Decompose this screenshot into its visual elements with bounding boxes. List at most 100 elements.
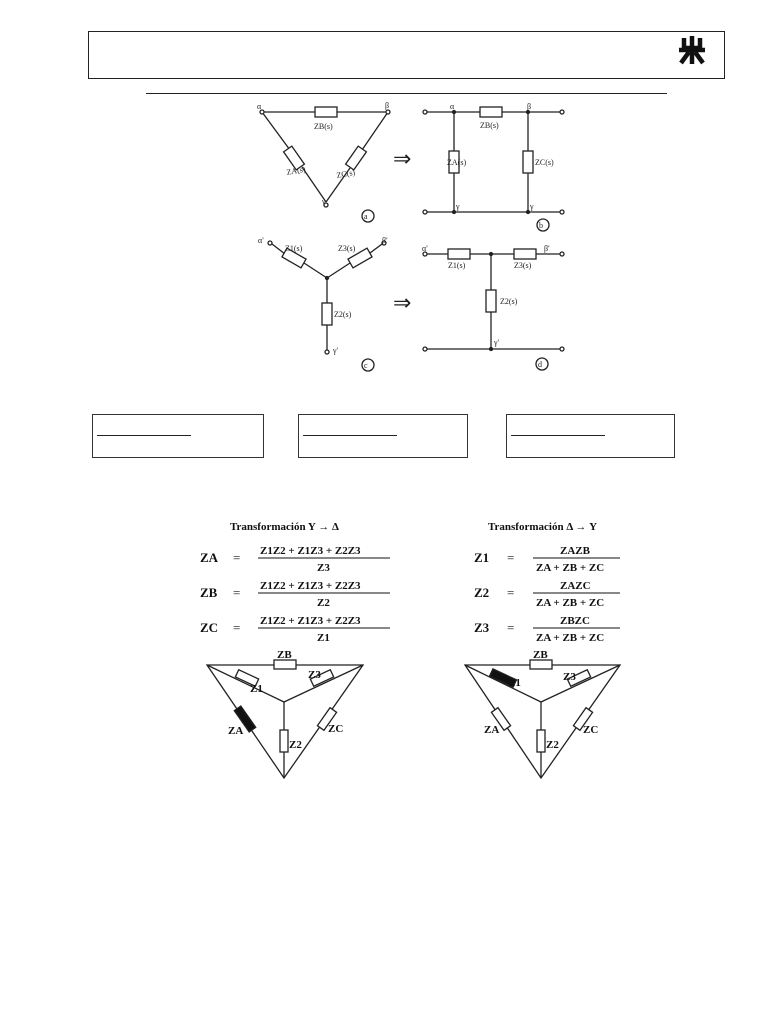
fig-label-d: d <box>538 360 542 369</box>
eq-d2y-3: = <box>507 620 514 635</box>
network-figures: a b c d α β γ ZB(s) ZA(s) ZC(s) α β γ γ … <box>257 101 565 372</box>
label-z1-c: Z1(s) <box>285 244 303 253</box>
node-alpha-d: α' <box>422 244 428 253</box>
node-beta-a: β <box>385 101 389 110</box>
z2-right <box>536 729 546 753</box>
blank-box-2 <box>298 414 468 458</box>
node-gamma-b-right: γ <box>529 202 534 211</box>
arrow-ab: ⇒ <box>393 146 411 171</box>
tri-left-z2: Z2 <box>289 739 302 751</box>
node-gamma-c: γ' <box>332 346 339 355</box>
node-beta-b: β <box>527 102 531 111</box>
tri-left-za: ZA <box>228 725 243 737</box>
label-zc-a: ZC(s) <box>336 168 356 180</box>
den-y2d-3: Z1 <box>317 632 330 644</box>
lhs-y2d-2: ZB <box>200 585 218 600</box>
zc-right <box>572 706 594 732</box>
node-alpha-b: α <box>450 102 455 111</box>
den-y2d-1: Z3 <box>317 562 330 574</box>
tri-right-z2: Z2 <box>546 739 559 751</box>
label-zb-a: ZB(s) <box>314 122 333 131</box>
za-right <box>490 706 512 732</box>
node-gamma-b-left: γ <box>455 202 460 211</box>
z3-right <box>566 668 592 688</box>
za-left <box>233 705 257 733</box>
den-d2y-2: ZA + ZB + ZC <box>536 597 604 609</box>
eq-d2y-1: = <box>507 550 514 565</box>
node-alpha-a: α <box>257 102 262 111</box>
lhs-d2y-3: Z3 <box>474 620 490 635</box>
tri-left-z1: Z1 <box>250 683 263 695</box>
lhs-d2y-1: Z1 <box>474 550 489 565</box>
combined-triangle-diagrams: ZB Z1 Z3 ZA Z2 ZC ZB Z1 Z3 ZA Z2 ZC <box>205 649 622 780</box>
tri-right-za: ZA <box>484 724 499 736</box>
fig-label-b: b <box>539 221 543 230</box>
lhs-y2d-1: ZA <box>200 550 219 565</box>
zc-resistor-b <box>522 150 534 174</box>
z3-resistor-c <box>347 247 373 269</box>
tri-left-zb: ZB <box>277 649 292 661</box>
den-d2y-1: ZA + ZB + ZC <box>536 562 604 574</box>
num-d2y-3: ZBZC <box>560 615 590 627</box>
den-y2d-2: Z2 <box>317 597 330 609</box>
zc-resistor-a <box>344 145 368 171</box>
z3-left <box>309 668 335 688</box>
tri-left-z3: Z3 <box>308 669 321 681</box>
tri-right-zb: ZB <box>533 649 548 661</box>
blank-box-1 <box>92 414 264 458</box>
za-resistor-a <box>282 145 306 171</box>
num-y2d-1: Z1Z2 + Z1Z3 + Z2Z3 <box>260 545 361 557</box>
eq-y2d-1: = <box>233 550 240 565</box>
zb-resistor-a <box>314 106 338 118</box>
zc-left <box>316 706 338 732</box>
transformation-formulas: Transformación Y → Δ ZA = Z1Z2 + Z1Z3 + … <box>200 521 620 644</box>
eq-y2d-2: = <box>233 585 240 600</box>
z1-left <box>234 668 260 688</box>
node-gamma-a: γ <box>321 197 326 206</box>
title-delta-to-y: Transformación Δ → Y <box>488 521 597 533</box>
zb-left <box>273 659 297 670</box>
node-gamma-d: γ' <box>493 338 500 347</box>
z1-right <box>488 668 518 688</box>
label-za-a: ZA(s) <box>286 165 307 177</box>
label-za-b: ZA(s) <box>447 158 466 167</box>
node-beta-c: β' <box>382 236 388 245</box>
num-y2d-3: Z1Z2 + Z1Z3 + Z2Z3 <box>260 615 361 627</box>
arrow-cd: ⇒ <box>393 290 411 315</box>
den-d2y-3: ZA + ZB + ZC <box>536 632 604 644</box>
node-beta-d: β' <box>544 244 550 253</box>
eq-d2y-2: = <box>507 585 514 600</box>
z3-resistor-d <box>513 248 537 260</box>
title-y-to-delta: Transformación Y → Δ <box>230 521 339 533</box>
label-zb-b: ZB(s) <box>480 121 499 130</box>
label-z3-c: Z3(s) <box>338 244 356 253</box>
label-z1-d: Z1(s) <box>448 261 466 270</box>
fig-label-c: c <box>364 361 368 370</box>
z2-resistor-d <box>485 289 497 313</box>
zb-resistor-b <box>479 106 503 118</box>
z1-resistor-d <box>447 248 471 260</box>
z2-left <box>279 729 289 753</box>
node-alpha-c: α' <box>258 236 264 245</box>
lhs-y2d-3: ZC <box>200 620 218 635</box>
lhs-d2y-2: Z2 <box>474 585 489 600</box>
num-d2y-2: ZAZC <box>560 580 591 592</box>
num-d2y-1: ZAZB <box>560 545 591 557</box>
tri-right-z1: Z1 <box>508 677 521 689</box>
z1-resistor-c <box>281 247 307 269</box>
fig-label-a: a <box>364 212 368 221</box>
tri-left-zc: ZC <box>328 723 343 735</box>
blank-box-3 <box>506 414 675 458</box>
header-box <box>88 31 725 79</box>
tri-right-z3: Z3 <box>563 671 576 683</box>
header-rule <box>146 93 667 94</box>
eq-y2d-3: = <box>233 620 240 635</box>
label-z3-d: Z3(s) <box>514 261 532 270</box>
label-z2-d: Z2(s) <box>500 297 518 306</box>
label-z2-c: Z2(s) <box>334 310 352 319</box>
num-y2d-2: Z1Z2 + Z1Z3 + Z2Z3 <box>260 580 361 592</box>
university-logo <box>679 36 705 65</box>
label-zc-b: ZC(s) <box>535 158 554 167</box>
tri-right-zc: ZC <box>583 724 598 736</box>
zb-right <box>529 659 553 670</box>
